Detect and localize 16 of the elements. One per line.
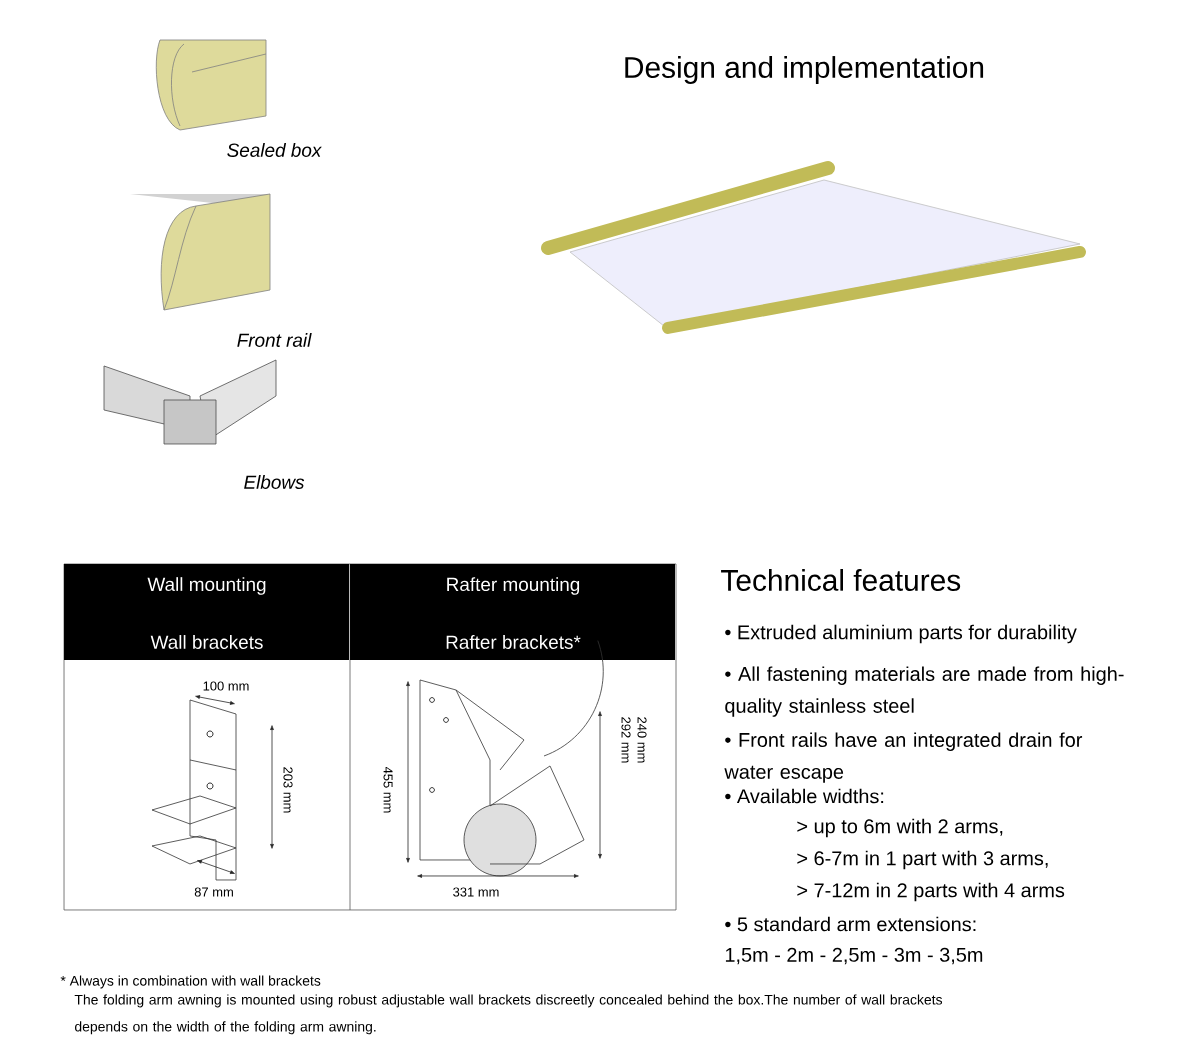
part-caption: Sealed box [227, 143, 322, 157]
page-title: Design and implementation [625, 56, 984, 84]
feature-item: • All fastening materials are made from high-quality stainless steel [725, 666, 1124, 717]
feature-item: • Front rails have an integrated drain for water escape [724, 732, 1083, 783]
part-caption: Front rail [237, 333, 312, 347]
header-cell: Wall mounting Wall brackets [64, 564, 349, 660]
header-cell: Rafter mounting Rafter brackets* [350, 564, 675, 660]
feature-item: • Extruded aluminium parts for durability [725, 624, 1077, 644]
part-caption: Elbows [244, 475, 305, 489]
feature-item: 1,5m - 2m - 2,5m - 3m - 3,5m [725, 947, 983, 965]
section-heading: Technical features [721, 569, 961, 591]
feature-item: • Available widths: [725, 788, 884, 804]
feature-item: > 7-12m in 2 parts with 4 arms [797, 882, 1065, 902]
feature-item: > up to 6m with 2 arms, [797, 818, 1003, 838]
feature-item: > 6-7m in 1 part with 3 arms, [797, 850, 1048, 870]
feature-item: • 5 standard arm extensions: [725, 916, 976, 932]
